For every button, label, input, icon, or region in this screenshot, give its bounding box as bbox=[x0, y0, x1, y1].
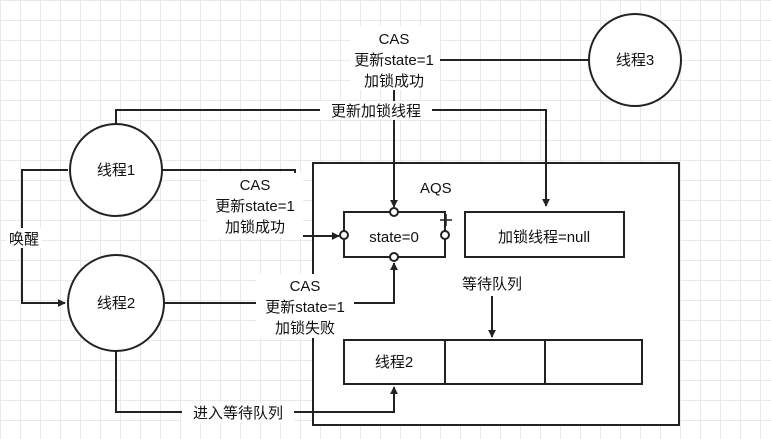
state-port-right bbox=[440, 230, 450, 240]
thread2-label: 线程2 bbox=[97, 295, 135, 312]
t2-cas-line3: 加锁失败 bbox=[275, 320, 335, 337]
update-owner-label: 更新加锁线程 bbox=[331, 103, 421, 120]
t3-cas-line3: 加锁成功 bbox=[364, 73, 424, 90]
edge-thread2-state bbox=[163, 262, 398, 304]
thread1-node bbox=[69, 123, 163, 217]
enqueue-bg bbox=[182, 403, 294, 423]
state-port-top bbox=[389, 207, 399, 217]
t2-cas-bg bbox=[256, 274, 354, 338]
aqs-container bbox=[312, 162, 680, 426]
queue-slot-1-label: 线程2 bbox=[375, 354, 413, 371]
t1-cas-line1: CAS bbox=[240, 177, 271, 194]
queue-slot-1 bbox=[343, 339, 446, 385]
t3-cas-line1: CAS bbox=[379, 31, 410, 48]
t1-cas-line3: 加锁成功 bbox=[225, 219, 285, 236]
thread1-label: 线程1 bbox=[97, 162, 135, 179]
t1-cas-bg bbox=[207, 173, 303, 238]
update-owner-bg bbox=[320, 101, 432, 120]
queue-slot-3 bbox=[544, 339, 643, 385]
thread3-node bbox=[588, 13, 682, 107]
wake-label: 唤醒 bbox=[9, 231, 39, 248]
t1-cas-line2: 更新state=1 bbox=[215, 198, 295, 215]
cursor-crosshair-icon bbox=[440, 214, 452, 226]
t3-cas-bg bbox=[350, 26, 440, 90]
t3-cas-line2: 更新state=1 bbox=[354, 52, 434, 69]
queue-slot-2 bbox=[444, 339, 546, 385]
state-label: state=0 bbox=[369, 229, 419, 246]
enqueue-label: 进入等待队列 bbox=[193, 404, 283, 422]
thread3-label: 线程3 bbox=[616, 52, 654, 69]
state-port-bottom bbox=[389, 252, 399, 262]
thread2-node bbox=[67, 254, 165, 352]
t2-cas-line1: CAS bbox=[290, 278, 321, 295]
owner-label: 加锁线程=null bbox=[498, 229, 590, 246]
queue-label: 等待队列 bbox=[462, 275, 522, 293]
state-port-left bbox=[339, 230, 349, 240]
aqs-title: AQS bbox=[420, 180, 452, 197]
owner-box bbox=[464, 211, 625, 258]
wake-bg bbox=[6, 228, 42, 248]
t2-cas-line2: 更新state=1 bbox=[265, 299, 345, 316]
